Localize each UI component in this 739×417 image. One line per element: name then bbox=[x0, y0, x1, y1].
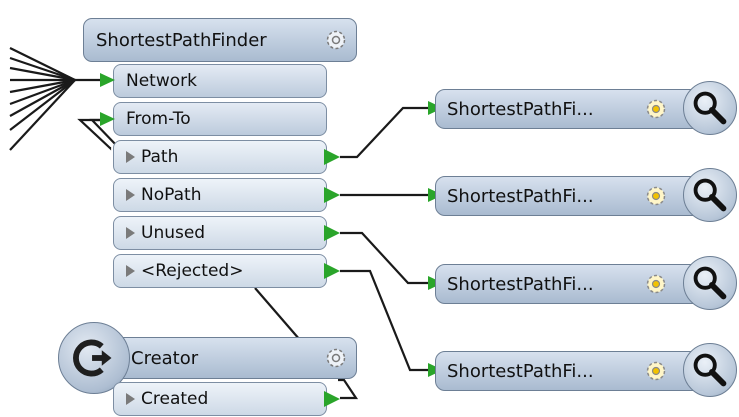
output-arrow-icon[interactable] bbox=[324, 263, 340, 279]
feature-connection bbox=[254, 287, 301, 341]
gear-icon[interactable] bbox=[644, 97, 668, 121]
expand-triangle-icon[interactable] bbox=[126, 265, 135, 277]
magnifier-icon[interactable] bbox=[683, 256, 737, 310]
magnifier-icon[interactable] bbox=[683, 81, 737, 135]
output-arrow-icon[interactable] bbox=[324, 391, 340, 407]
input-port-from-to[interactable]: From-To bbox=[113, 102, 327, 136]
gear-icon[interactable] bbox=[644, 272, 668, 296]
shortestpathfinder-node[interactable]: ShortestPathFinder bbox=[83, 18, 357, 62]
gear-icon[interactable] bbox=[644, 359, 668, 383]
feature-connection bbox=[9, 56, 76, 82]
input-port-network[interactable]: Network bbox=[113, 64, 327, 98]
feature-connection bbox=[9, 79, 76, 131]
expand-triangle-icon[interactable] bbox=[126, 151, 135, 163]
feature-connection bbox=[9, 66, 76, 82]
port-label: NoPath bbox=[141, 185, 202, 205]
expand-triangle-icon[interactable] bbox=[126, 227, 135, 239]
input-arrow-icon bbox=[100, 112, 115, 126]
inspector-label: ShortestPathFi... bbox=[447, 360, 594, 382]
feature-connection bbox=[9, 78, 76, 94]
inspector-node[interactable]: ShortestPathFi... bbox=[428, 81, 737, 135]
feature-connection bbox=[340, 106, 428, 159]
output-port-path[interactable]: Path bbox=[113, 140, 327, 174]
port-label: From-To bbox=[126, 109, 191, 129]
output-arrow-icon[interactable] bbox=[324, 149, 340, 165]
feature-connection bbox=[9, 78, 76, 106]
feature-connection bbox=[9, 79, 76, 151]
node-title: Creator bbox=[131, 347, 199, 369]
output-arrow-icon[interactable] bbox=[324, 187, 340, 203]
port-label: <Rejected> bbox=[141, 261, 244, 281]
gear-icon[interactable] bbox=[324, 28, 348, 52]
magnifier-icon[interactable] bbox=[683, 168, 737, 222]
expand-triangle-icon[interactable] bbox=[126, 189, 135, 201]
output-port-rejected[interactable]: <Rejected> bbox=[113, 254, 327, 288]
magnifier-icon[interactable] bbox=[683, 343, 737, 397]
inspector-label: ShortestPathFi... bbox=[447, 98, 594, 120]
feature-connection bbox=[340, 231, 430, 285]
output-port-unused[interactable]: Unused bbox=[113, 216, 327, 250]
inspector-label: ShortestPathFi... bbox=[447, 185, 594, 207]
feature-connection bbox=[9, 47, 76, 81]
output-port-nopath[interactable]: NoPath bbox=[113, 178, 327, 212]
gear-icon[interactable] bbox=[324, 346, 348, 370]
gear-icon[interactable] bbox=[644, 184, 668, 208]
inspector-node[interactable]: ShortestPathFi... bbox=[428, 256, 737, 310]
port-label: Path bbox=[141, 147, 179, 167]
port-label: Network bbox=[126, 71, 197, 91]
feature-connection bbox=[9, 79, 76, 117]
node-title: ShortestPathFinder bbox=[96, 29, 267, 51]
input-arrow-icon bbox=[100, 73, 115, 87]
port-label: Created bbox=[141, 389, 209, 409]
port-label: Unused bbox=[141, 223, 206, 243]
feature-connection bbox=[338, 378, 359, 400]
expand-triangle-icon[interactable] bbox=[126, 393, 135, 405]
inspector-label: ShortestPathFi... bbox=[447, 273, 594, 295]
creator-node[interactable]: Creator bbox=[96, 337, 357, 379]
inspector-node[interactable]: ShortestPathFi... bbox=[428, 168, 737, 222]
output-port-created[interactable]: Created bbox=[113, 382, 327, 416]
inspector-node[interactable]: ShortestPathFi... bbox=[428, 343, 737, 397]
output-arrow-icon[interactable] bbox=[324, 225, 340, 241]
